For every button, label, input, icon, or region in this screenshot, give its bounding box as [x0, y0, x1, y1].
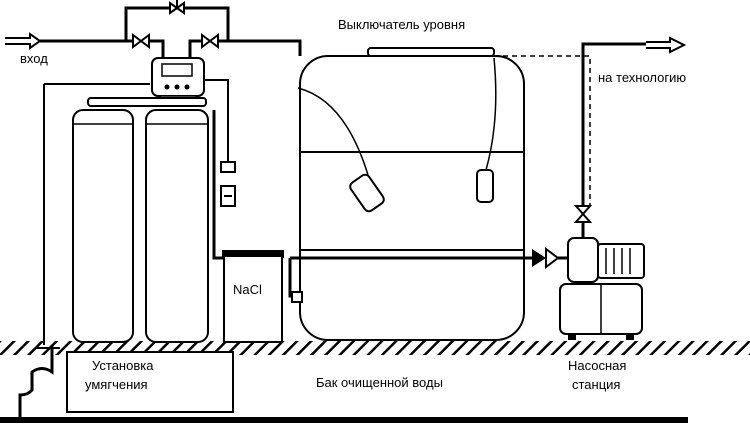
softener-label-line2: умягчения	[85, 377, 148, 392]
valve-icon	[201, 33, 219, 49]
check-valve-icon	[532, 247, 560, 269]
softened-water-pipe	[218, 39, 302, 56]
salt-tank	[222, 250, 284, 343]
float-switch-icon	[476, 57, 497, 203]
tank-inlet-pipe	[288, 258, 300, 298]
bypass-pipe	[124, 6, 230, 41]
softener-controller	[151, 57, 205, 103]
controller-display	[161, 63, 193, 77]
pump-label-line1: Насосная	[568, 358, 626, 373]
inlet-label: вход	[20, 51, 48, 66]
valve-icon	[169, 0, 185, 15]
brine-line	[204, 79, 229, 162]
float-switch-icon	[297, 87, 385, 213]
softener-cylinder-right	[145, 109, 209, 343]
signal-line	[494, 55, 591, 206]
pump-icon	[559, 237, 645, 340]
pump-label-line2: станция	[572, 377, 620, 392]
clean-water-tank	[299, 47, 525, 341]
bottom-pipe	[0, 417, 688, 423]
outlet-arrow-icon	[646, 36, 687, 54]
softener-pit	[66, 351, 234, 413]
inlet-arrow-icon	[5, 32, 42, 50]
salt-label: NaCl	[233, 282, 262, 297]
to-process-label: на технологию	[598, 70, 686, 85]
softener-label-line1: Установка	[92, 358, 154, 373]
level-switch-label: Выключатель уровня	[338, 17, 465, 32]
softener-cylinder-left	[72, 109, 134, 343]
valve-icon	[573, 205, 593, 223]
drain-pipe	[18, 345, 54, 418]
valve-icon	[132, 33, 150, 49]
clean-tank-label: Бак очищенной воды	[316, 375, 443, 390]
